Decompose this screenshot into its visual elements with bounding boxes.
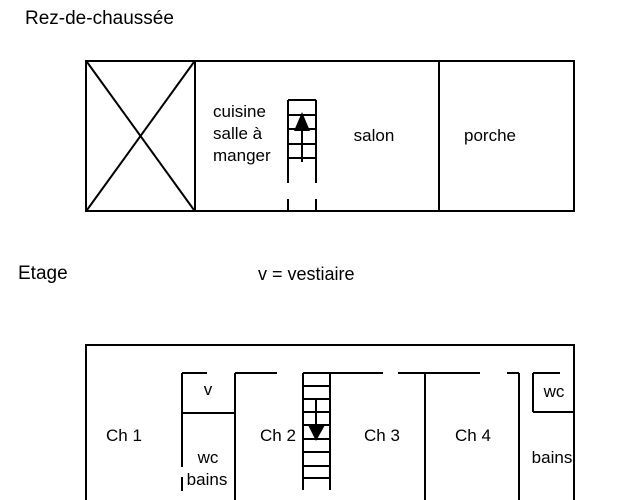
garage-x-diagonal-2 xyxy=(86,61,195,211)
room-label-ch1: Ch 1 xyxy=(106,426,142,445)
down-arrowhead xyxy=(308,425,325,441)
room-label-salon: salon xyxy=(353,126,395,145)
room-label-ch2: Ch 2 xyxy=(260,426,296,445)
room-label-bains-left: bains xyxy=(186,470,228,489)
ground-floor-title: Rez-de-chaussée xyxy=(25,8,174,29)
room-label-ch3: Ch 3 xyxy=(364,426,400,445)
upper-floor-plan xyxy=(85,344,575,500)
kitchen-label-line: cuisine xyxy=(213,102,266,121)
kitchen-label-line: salle à xyxy=(213,124,263,143)
room-label-vestiaire: v xyxy=(203,380,213,399)
upper-floor-outline xyxy=(85,344,575,500)
room-label-wc-right: wc xyxy=(543,382,565,401)
kitchen-label-line: manger xyxy=(213,146,271,165)
ground-floor-plan xyxy=(85,60,575,212)
room-label-wc-left: wc xyxy=(197,448,219,467)
room-label-bains-right: bains xyxy=(531,448,573,467)
staircase-up-icon xyxy=(287,99,317,211)
upper-floor-title: Etage xyxy=(18,263,68,284)
room-label-cuisine-salle-a-manger: cuisine salle à manger xyxy=(213,101,271,167)
room-label-porche: porche xyxy=(464,126,516,145)
vestiaire-legend: v = vestiaire xyxy=(258,264,355,284)
staircase-down-icon xyxy=(302,372,331,490)
ground-floor-outline xyxy=(85,60,575,212)
room-label-ch4: Ch 4 xyxy=(455,426,491,445)
up-arrowhead xyxy=(294,112,310,131)
